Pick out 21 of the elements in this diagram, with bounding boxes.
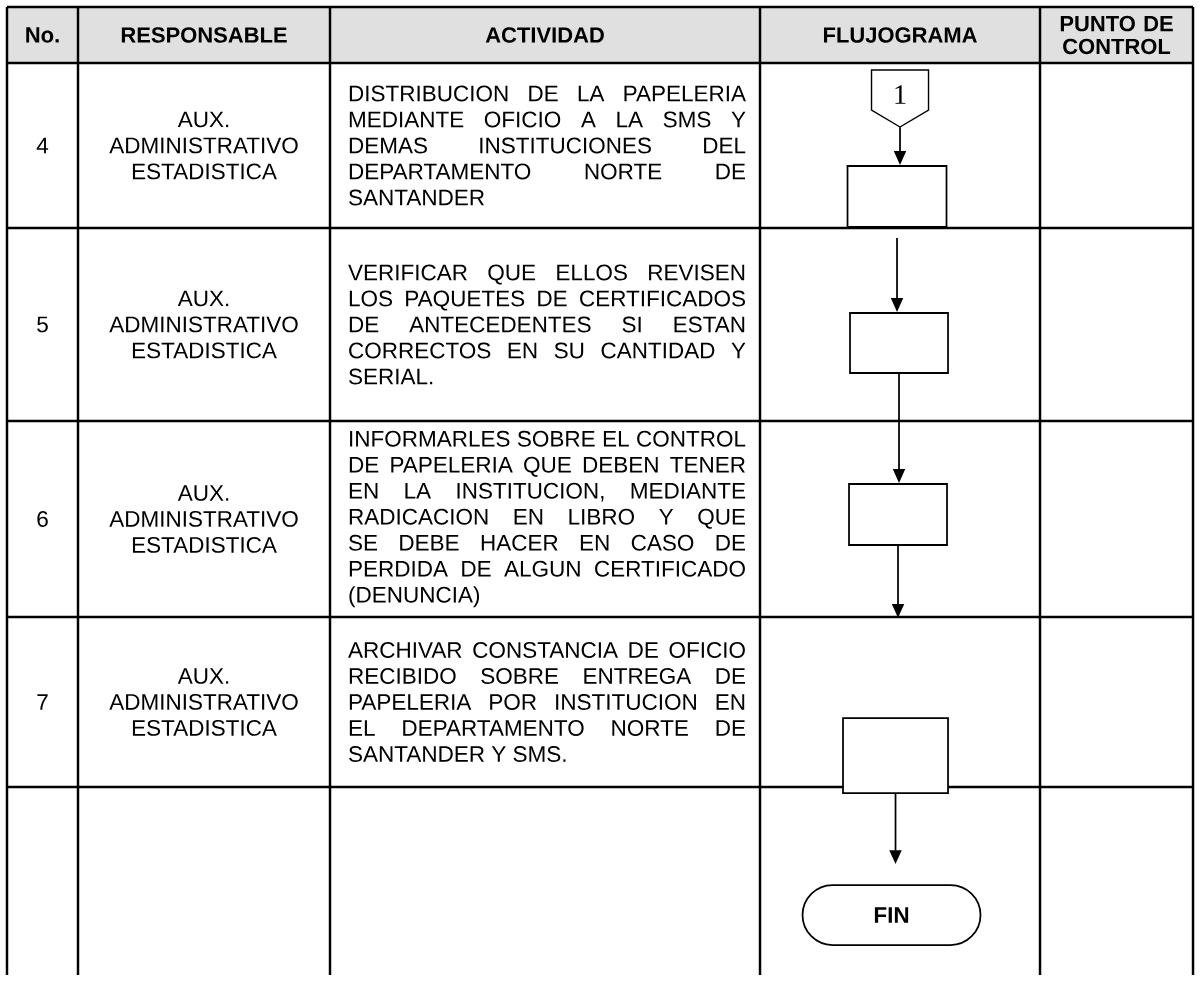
responsible-text: AUX. ADMINISTRATIVO ESTADISTICA	[109, 668, 298, 736]
process-box	[848, 483, 948, 546]
activity-text: VERIFICAR QUE ELLOS REVISEN LOS PAQUETES DE CERTIFICADOS DE ANTECEDENTES SI ESTAN CORRECTOS EN SU CANTIDAD Y SERIAL.	[348, 264, 746, 385]
row-number: 5	[37, 316, 48, 333]
column-header: FLUJOGRAMA	[760, 7, 1040, 63]
activity-text: ARCHIVAR CONSTANCIA DE OFICIO RECIBIDO SOBRE ENTREGA DE PAPELERIA POR INSTITUCION EN EL DEPARTAMENTO NORTE DE SANTANDER Y SMS.	[348, 642, 745, 762]
row-number: 4	[36, 137, 49, 154]
row-number: 7	[37, 694, 48, 710]
responsible-text: AUX. ADMINISTRATIVO ESTADISTICA	[109, 111, 298, 180]
column-header: ACTIVIDAD	[330, 7, 760, 63]
row-number: 6	[37, 511, 48, 527]
process-box	[842, 717, 949, 794]
off-page-connector: 1	[870, 69, 930, 128]
responsible-text: AUX. ADMINISTRATIVO ESTADISTICA	[109, 290, 298, 359]
column-header: PUNTO DE CONTROL	[1040, 7, 1193, 63]
process-box	[846, 165, 948, 228]
activity-text: INFORMARLES SOBRE EL CONTROL DE PAPELERIA QUE DEBEN TENER EN LA INSTITUCION, MEDIANTE RADICACION EN LIBRO Y QUE SE DEBE HACER EN CASO DE PERDIDA DE ALGUN CERTIFICADO (DENUNCIA)	[349, 430, 746, 608]
terminator: FIN	[801, 884, 982, 946]
activity-text: DISTRIBUCION DE LA PAPELERIA MEDIANTE OFICIO A LA SMS Y DEMAS INSTITUCIONES DEL DEPARTAMENTO NORTE DE SANTANDER	[349, 85, 746, 206]
responsible-text: AUX. ADMINISTRATIVO ESTADISTICA	[109, 485, 298, 553]
process-box	[849, 312, 949, 374]
